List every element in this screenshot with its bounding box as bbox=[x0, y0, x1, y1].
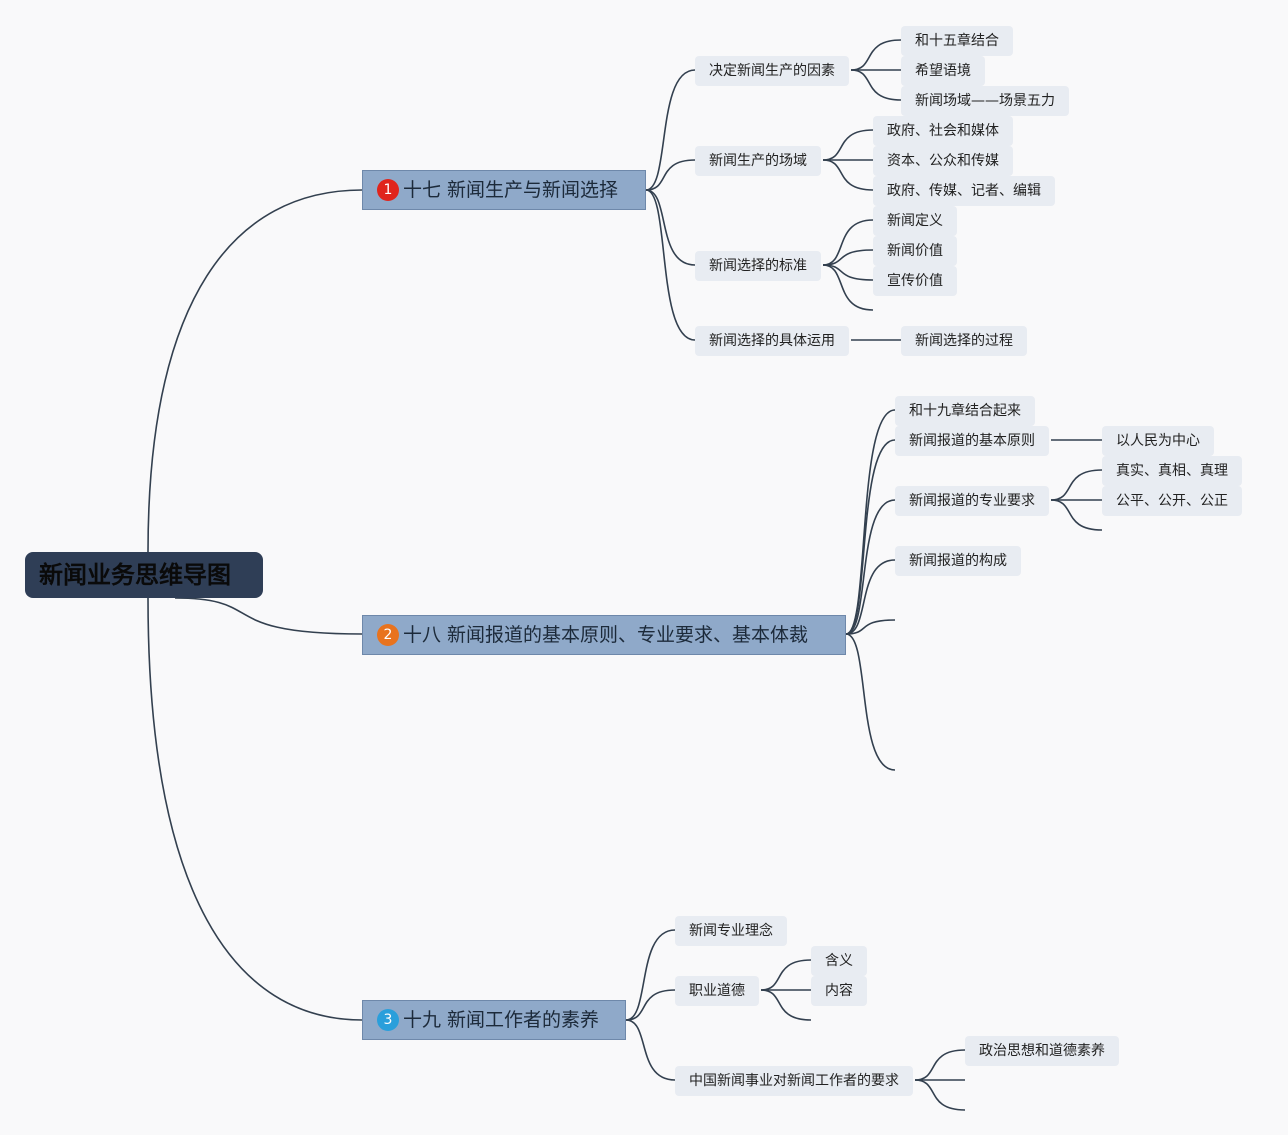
sub-node[interactable]: 中国新闻事业对新闻工作者的要求 bbox=[675, 1066, 913, 1096]
connector-line bbox=[845, 633, 896, 771]
connector-line bbox=[822, 264, 874, 311]
connector-line bbox=[760, 989, 812, 1021]
connector-line bbox=[625, 1019, 676, 1081]
sub-node[interactable]: 和十九章结合起来 bbox=[895, 396, 1035, 426]
connector-line bbox=[147, 597, 363, 1021]
connector-line bbox=[914, 1079, 966, 1111]
connector-line bbox=[822, 219, 874, 266]
leaf-node[interactable]: 政府、传媒、记者、编辑 bbox=[873, 176, 1055, 206]
connector-line bbox=[845, 619, 896, 635]
leaf-node[interactable]: 公平、公开、公正 bbox=[1102, 486, 1242, 516]
connector-line bbox=[174, 597, 363, 635]
topic-19-label: 十九 新闻工作者的素养 bbox=[403, 1009, 600, 1031]
connector-line bbox=[147, 189, 363, 553]
connector-line bbox=[822, 159, 874, 191]
connector-line bbox=[845, 439, 896, 635]
topic-17-label: 十七 新闻生产与新闻选择 bbox=[403, 179, 619, 201]
connector-line bbox=[822, 129, 874, 161]
sub-node[interactable]: 新闻选择的具体运用 bbox=[695, 326, 849, 356]
connector-line bbox=[760, 959, 812, 991]
leaf-node[interactable]: 内容 bbox=[811, 976, 867, 1006]
sub-node[interactable]: 新闻报道的专业要求 bbox=[895, 486, 1049, 516]
connector-line bbox=[645, 189, 696, 341]
connector-line bbox=[625, 989, 676, 1021]
leaf-node[interactable]: 希望语境 bbox=[901, 56, 985, 86]
sub-node[interactable]: 职业道德 bbox=[675, 976, 759, 1006]
root-node[interactable]: 新闻业务思维导图 bbox=[25, 552, 263, 598]
leaf-node[interactable]: 新闻定义 bbox=[873, 206, 957, 236]
connector-line bbox=[914, 1049, 966, 1081]
leaf-node[interactable]: 和十五章结合 bbox=[901, 26, 1013, 56]
sub-node[interactable]: 决定新闻生产的因素 bbox=[695, 56, 849, 86]
sub-node[interactable]: 新闻选择的标准 bbox=[695, 251, 821, 281]
connector-line bbox=[850, 39, 902, 71]
sub-node[interactable]: 新闻专业理念 bbox=[675, 916, 787, 946]
sub-node[interactable]: 新闻报道的基本原则 bbox=[895, 426, 1049, 456]
connector-line bbox=[850, 69, 902, 101]
leaf-node[interactable]: 宣传价值 bbox=[873, 266, 957, 296]
connector-line bbox=[1050, 499, 1103, 531]
connector-line bbox=[645, 189, 696, 266]
leaf-node[interactable]: 资本、公众和传媒 bbox=[873, 146, 1013, 176]
connector-line bbox=[645, 69, 696, 191]
leaf-node[interactable]: 政治思想和道德素养 bbox=[965, 1036, 1119, 1066]
connector-line bbox=[625, 929, 676, 1021]
connector-line bbox=[1050, 469, 1103, 501]
leaf-node[interactable]: 新闻价值 bbox=[873, 236, 957, 266]
connector-line bbox=[845, 499, 896, 635]
leaf-node[interactable]: 政府、社会和媒体 bbox=[873, 116, 1013, 146]
priority-3-icon: 3 bbox=[377, 1009, 399, 1031]
connector-line bbox=[645, 159, 696, 191]
leaf-node[interactable]: 以人民为中心 bbox=[1102, 426, 1214, 456]
topic-18-label: 十八 新闻报道的基本原则、专业要求、基本体裁 bbox=[403, 624, 809, 646]
leaf-node[interactable]: 新闻选择的过程 bbox=[901, 326, 1027, 356]
connector-line bbox=[845, 559, 896, 635]
leaf-node[interactable]: 新闻场域——场景五力 bbox=[901, 86, 1069, 116]
leaf-node[interactable]: 真实、真相、真理 bbox=[1102, 456, 1242, 486]
priority-1-icon: 1 bbox=[377, 179, 399, 201]
priority-2-icon: 2 bbox=[377, 624, 399, 646]
sub-node[interactable]: 新闻生产的场域 bbox=[695, 146, 821, 176]
connector-line bbox=[822, 249, 874, 266]
sub-node[interactable]: 新闻报道的构成 bbox=[895, 546, 1021, 576]
leaf-node[interactable]: 含义 bbox=[811, 946, 867, 976]
